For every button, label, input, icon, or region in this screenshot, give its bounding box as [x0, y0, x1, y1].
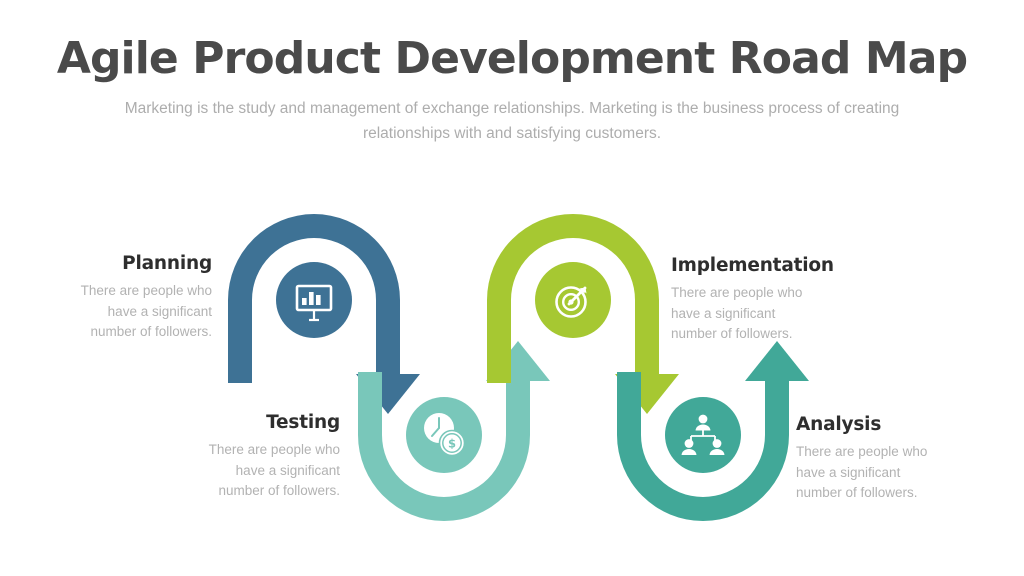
svg-text:$: $: [448, 437, 456, 451]
stage-text-planning: Planning There are people who have a sig…: [32, 253, 213, 343]
stage-title-analysis: Analysis: [796, 414, 882, 435]
stage-text-implementation: Implementation There are people who have…: [671, 255, 866, 345]
page-subtitle: Marketing is the study and management of…: [124, 100, 900, 143]
stage-desc-implementation: There are people who have a significant …: [671, 285, 803, 342]
header: Agile Product Development Road Map Marke…: [0, 34, 1024, 147]
stage-title-planning: Planning: [122, 253, 212, 274]
presentation-bar-chart-icon: [295, 284, 333, 322]
clock-money-icon: $: [424, 413, 466, 457]
icon-circle-planning[interactable]: [276, 262, 352, 338]
stage-desc-analysis: There are people who have a significant …: [796, 444, 928, 501]
stage-desc-planning: There are people who have a significant …: [80, 283, 212, 340]
stage-text-analysis: Analysis There are people who have a sig…: [796, 414, 991, 504]
stage-shape-analysis[interactable]: [617, 341, 809, 521]
stage-title-implementation: Implementation: [671, 255, 834, 276]
page-title: Agile Product Development Road Map: [56, 33, 968, 84]
org-chart-team-icon: [681, 414, 725, 455]
target-dart-icon: [555, 286, 587, 318]
stage-text-testing: Testing There are people who have a sign…: [160, 412, 341, 502]
stage-desc-testing: There are people who have a significant …: [208, 442, 340, 499]
stage-title-testing: Testing: [266, 412, 340, 433]
